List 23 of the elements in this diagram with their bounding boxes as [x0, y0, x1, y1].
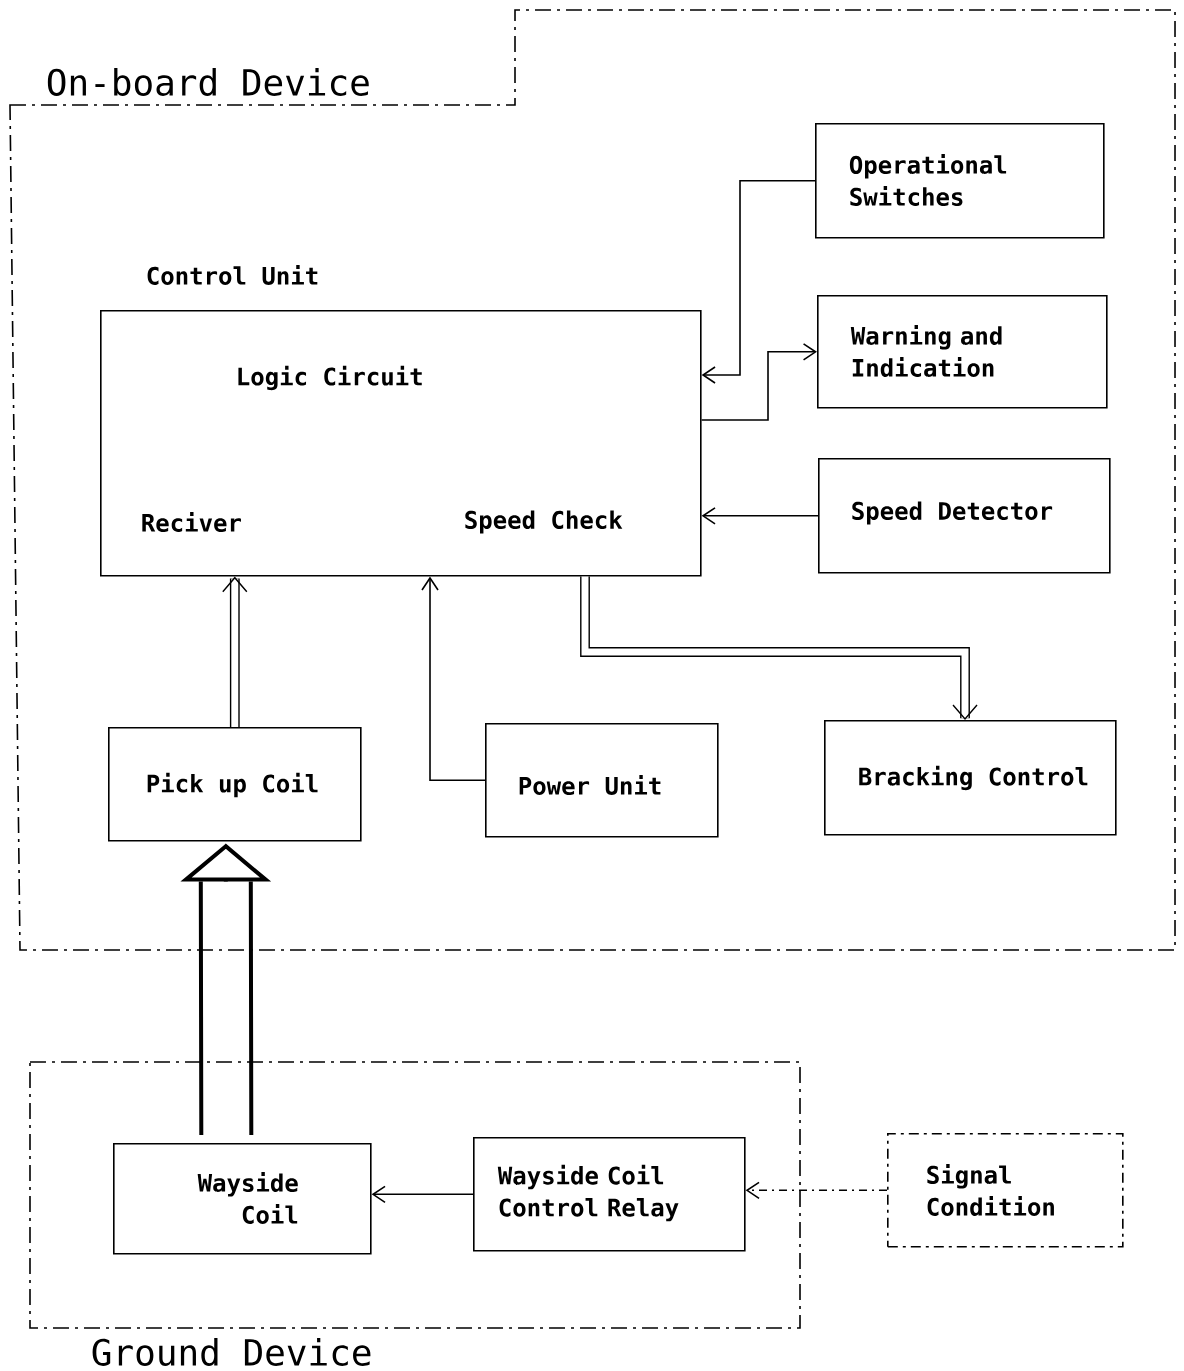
double-arrow — [580, 576, 978, 720]
arrow — [371, 1185, 474, 1204]
arrow — [701, 507, 819, 525]
box-label: Warning and Indication — [850, 325, 1002, 377]
box-label: Reciver — [142, 512, 241, 532]
arrow — [745, 1181, 888, 1200]
box-label: Speed Detector — [852, 501, 1053, 525]
box-label: Wayside Coil Control Relay — [497, 1164, 679, 1222]
box-label: Logic Circuit — [238, 365, 422, 391]
box-label: Speed Check — [465, 510, 623, 534]
arrow — [701, 180, 816, 384]
arrow — [421, 576, 486, 782]
box-label: Power Unit — [519, 775, 661, 795]
box-heading: Control Unit — [147, 265, 318, 285]
box-label: Wayside Coil — [197, 1172, 298, 1224]
box-label: Signal Condition — [927, 1164, 1054, 1216]
region-label: Ground Device — [92, 1338, 371, 1366]
box-label: Pick up Coil — [147, 772, 318, 798]
arrow — [700, 343, 817, 421]
box-label: Operational Switches — [849, 154, 1007, 206]
double-arrow — [222, 576, 248, 727]
box-label: Bracking Control — [859, 765, 1088, 791]
region-label: On-board Device — [47, 68, 369, 96]
